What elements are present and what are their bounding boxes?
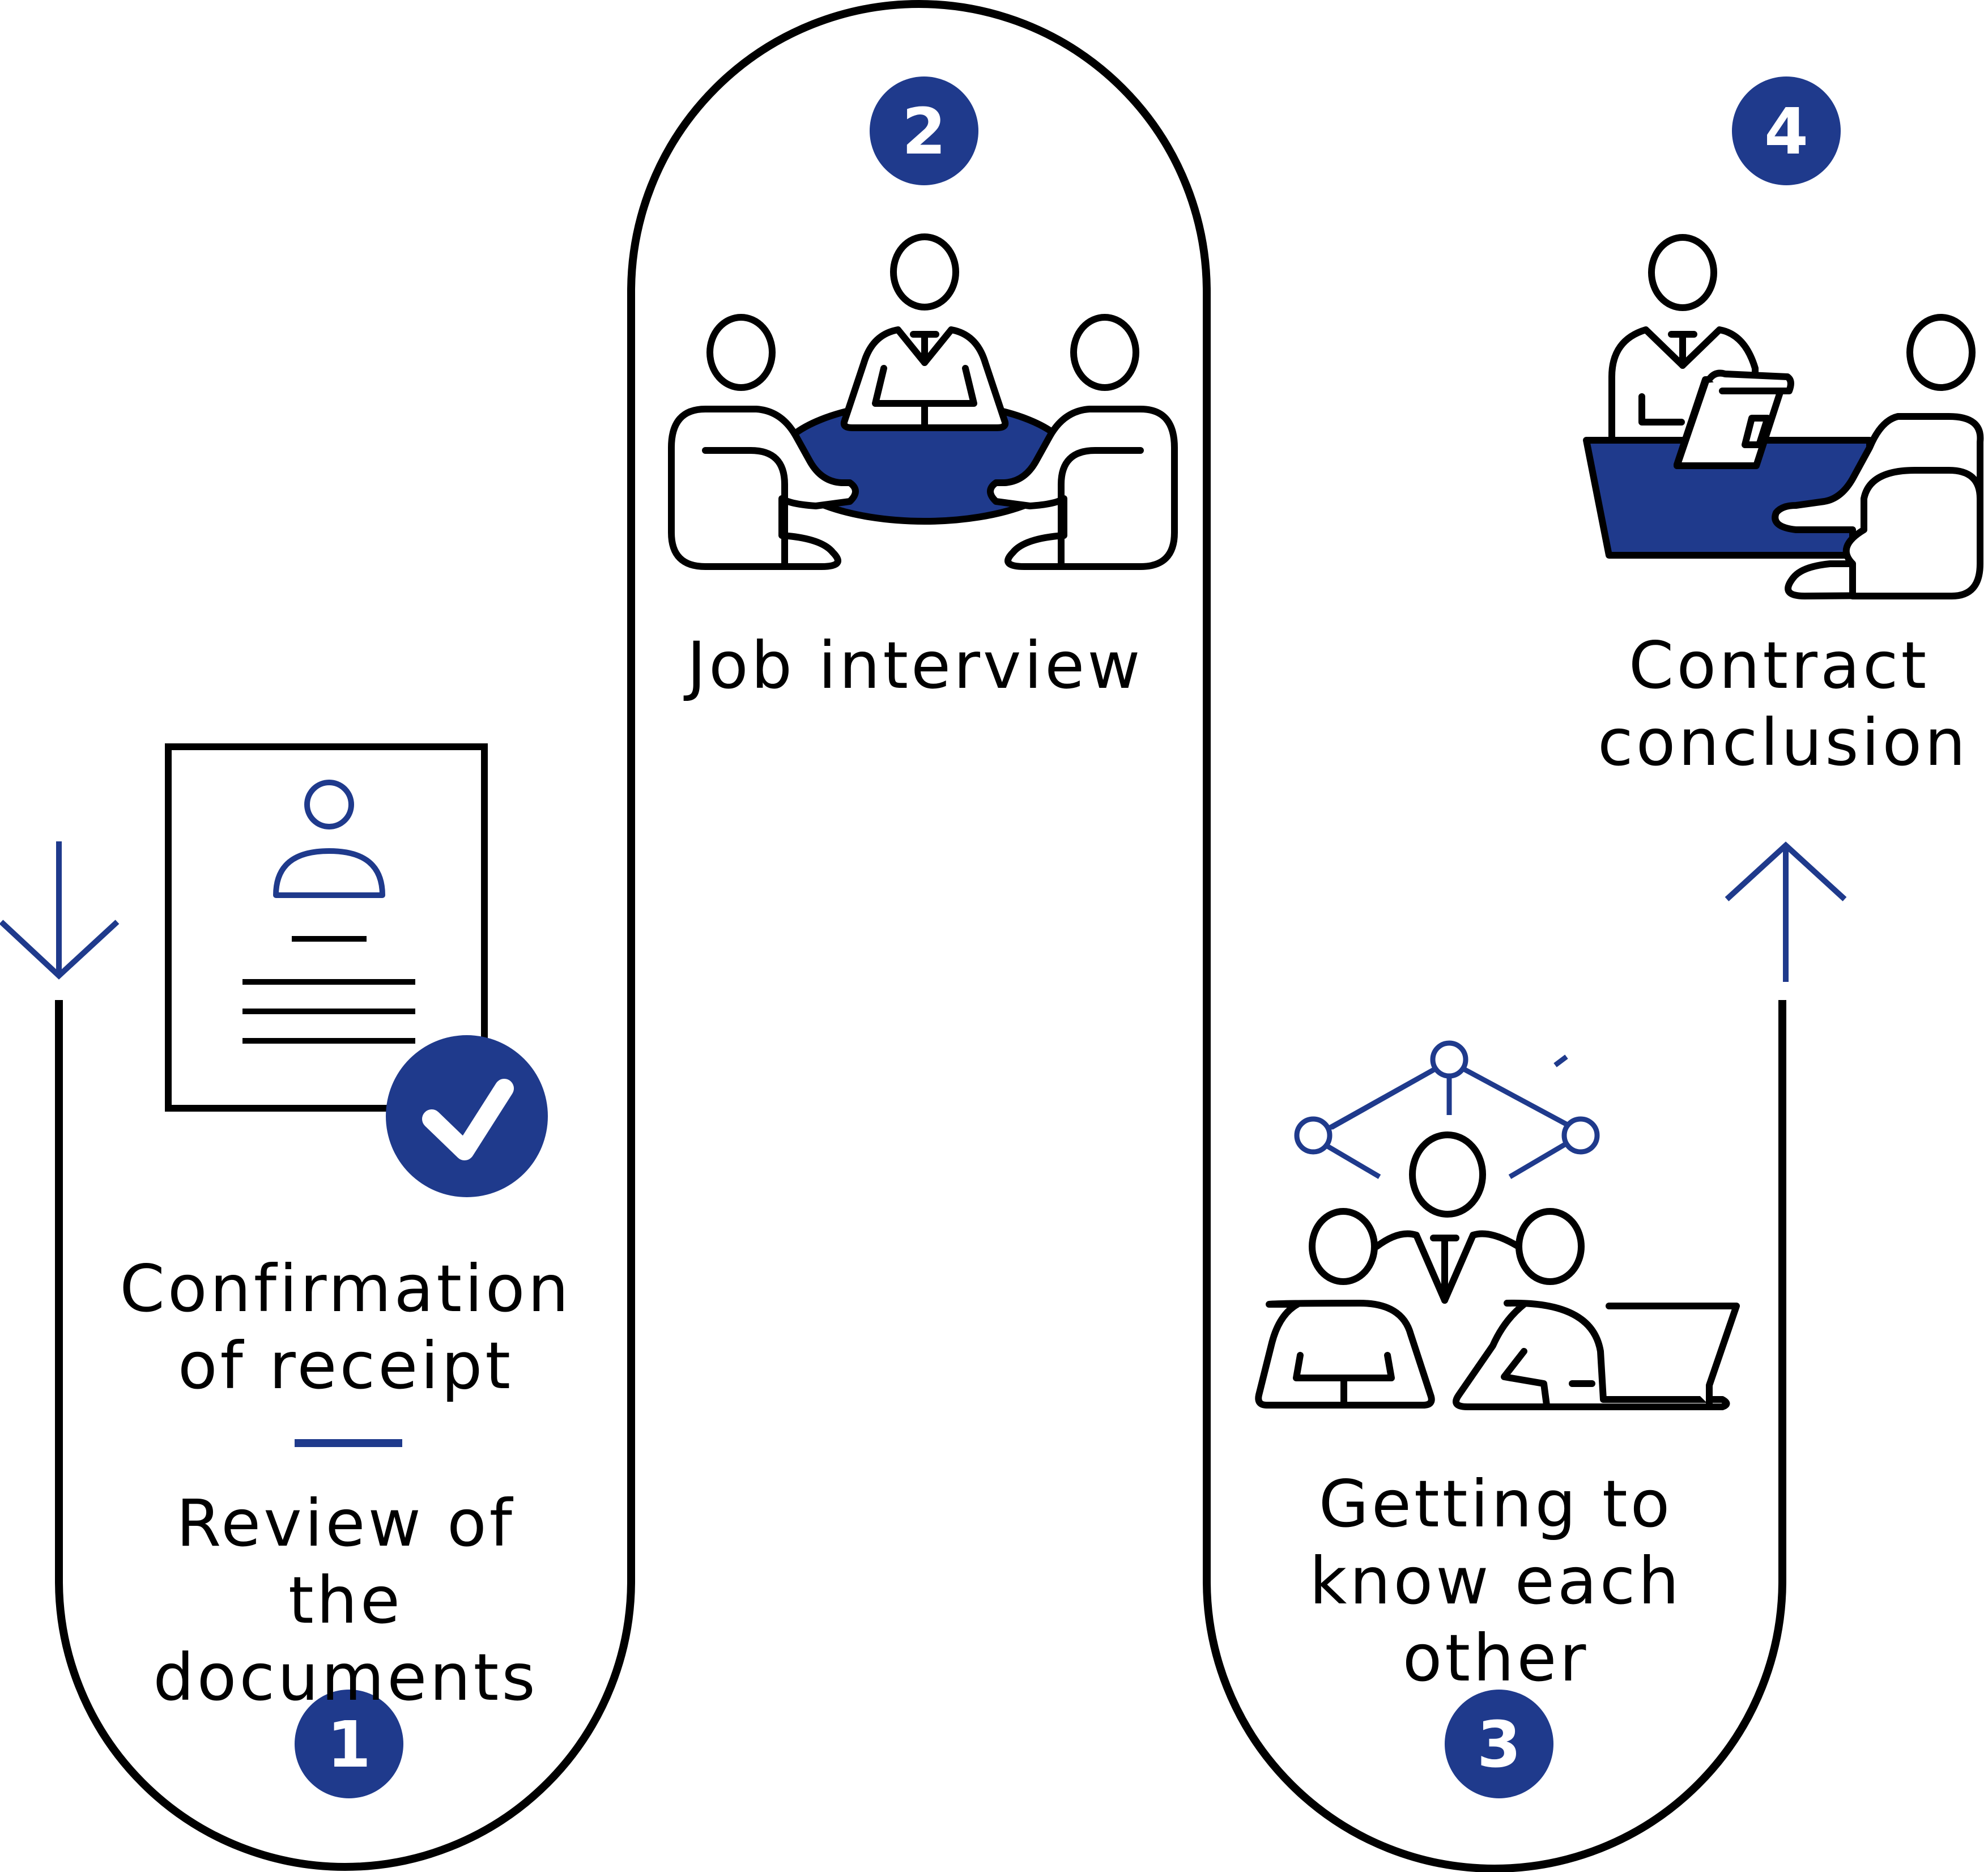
step-number: 3 <box>1477 1708 1521 1782</box>
step-label: Getting to know each other <box>1309 1466 1682 1696</box>
check-badge <box>386 1035 548 1197</box>
document-check-icon <box>165 743 548 1197</box>
step-label: Contract conclusion <box>1598 628 1969 780</box>
round-table-meeting-icon <box>668 233 1178 570</box>
step-number-badge: 2 <box>870 76 978 185</box>
step-number: 1 <box>327 1708 371 1782</box>
step-number-badge: 4 <box>1732 76 1841 185</box>
team-network-icon <box>1255 1040 1740 1410</box>
step-number-badge: 1 <box>295 1690 403 1798</box>
check-icon <box>422 1079 514 1160</box>
step-label: Confirmation of receipt <box>120 1251 572 1403</box>
step-number: 2 <box>902 95 946 169</box>
arrow-up-icon <box>1725 841 1847 982</box>
step-label: Review of the documents <box>153 1486 538 1715</box>
arrow-down-icon <box>0 841 120 980</box>
step-number-badge: 3 <box>1445 1690 1553 1798</box>
process-path <box>55 0 1786 1872</box>
step-label: Job interview <box>687 628 1143 703</box>
contract-signing-icon <box>1583 234 1984 599</box>
step-number: 4 <box>1764 95 1808 169</box>
